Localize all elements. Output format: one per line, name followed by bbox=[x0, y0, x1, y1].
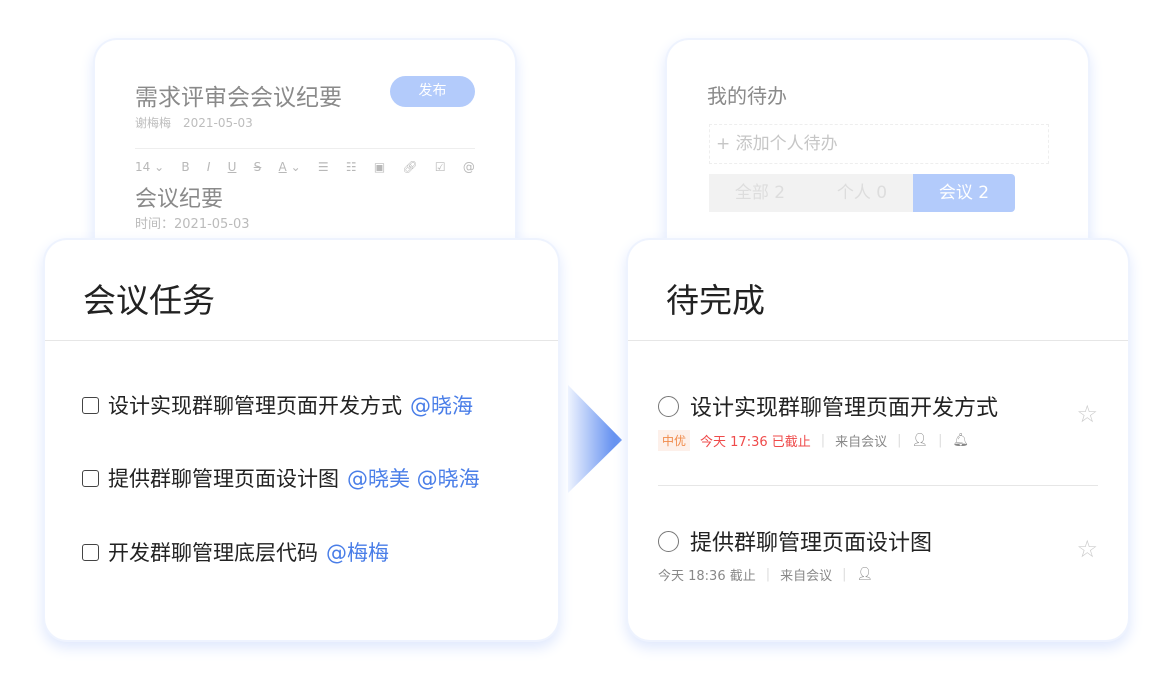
bell-icon: 🔔︎ bbox=[952, 433, 969, 448]
pending-title: 待完成 bbox=[666, 281, 765, 320]
source: 来自会议 bbox=[780, 569, 833, 584]
font-size-select[interactable]: 14 ⌄ bbox=[135, 160, 165, 174]
todo-item[interactable]: 设计实现群聊管理页面开发方式 中优今天 17:36 已截止|来自会议|👤︎|🔔︎… bbox=[658, 390, 1098, 451]
meeting-tasks-card: 会议任务 设计实现群聊管理页面开发方式@晓海 提供群聊管理页面设计图@晓美 @晓… bbox=[45, 240, 558, 640]
underline-button[interactable]: U bbox=[227, 160, 237, 174]
bold-button[interactable]: B bbox=[181, 160, 190, 174]
plus-icon: + bbox=[716, 134, 736, 154]
tab-meeting[interactable]: 会议 2 bbox=[913, 174, 1015, 212]
author: 谢梅梅 bbox=[135, 116, 172, 130]
source: 来自会议 bbox=[835, 435, 888, 450]
strike-button[interactable]: S bbox=[253, 160, 262, 174]
font-color-button[interactable]: A ⌄ bbox=[278, 160, 301, 174]
meeting-notes-card: 需求评审会会议纪要 发布 谢梅梅 2021-05-03 14 ⌄ B I U S … bbox=[95, 40, 515, 250]
task-item: 开发群聊管理底层代码@梅梅 bbox=[82, 537, 389, 567]
image-icon[interactable]: ▣ bbox=[373, 160, 386, 174]
task-item: 设计实现群聊管理页面开发方式@晓海 bbox=[82, 390, 473, 420]
doc-time: 时间：2021-05-03 bbox=[135, 217, 250, 232]
mention-icon[interactable]: @ bbox=[462, 160, 475, 174]
todo-text: 设计实现群聊管理页面开发方式 bbox=[690, 396, 999, 421]
complete-toggle[interactable] bbox=[658, 530, 679, 552]
deadline: 今天 18:36 截止 bbox=[658, 569, 756, 584]
checkbox-icon[interactable]: ☑ bbox=[434, 160, 446, 174]
mention[interactable]: @梅梅 bbox=[326, 541, 389, 565]
italic-button[interactable]: I bbox=[206, 160, 211, 174]
divider bbox=[135, 148, 475, 149]
user-icon: 👤︎ bbox=[911, 433, 929, 448]
mention[interactable]: @晓美 @晓海 bbox=[347, 467, 480, 491]
user-icon: 👤︎ bbox=[856, 567, 874, 582]
todo-tabs: 全部 2 个人 0 会议 2 bbox=[709, 174, 1015, 212]
mention[interactable]: @晓海 bbox=[410, 394, 473, 418]
bullet-list-icon[interactable]: ☰ bbox=[317, 160, 329, 174]
tab-personal[interactable]: 个人 0 bbox=[811, 174, 913, 212]
add-todo-input[interactable]: + 添加个人待办 bbox=[709, 124, 1049, 164]
link-icon[interactable]: 🔗︎ bbox=[402, 160, 418, 174]
divider bbox=[45, 340, 558, 341]
task-checkbox[interactable] bbox=[82, 543, 99, 561]
my-todo-card: 我的待办 + 添加个人待办 全部 2 个人 0 会议 2 bbox=[667, 40, 1088, 250]
priority-badge: 中优 bbox=[658, 430, 691, 451]
arrow-right-icon bbox=[568, 385, 622, 493]
pending-card: 待完成 设计实现群聊管理页面开发方式 中优今天 17:36 已截止|来自会议|👤… bbox=[628, 240, 1128, 640]
tab-all[interactable]: 全部 2 bbox=[709, 174, 811, 212]
todo-text: 提供群聊管理页面设计图 bbox=[690, 531, 933, 556]
task-checkbox[interactable] bbox=[82, 469, 99, 487]
star-icon[interactable]: ☆ bbox=[1076, 535, 1098, 563]
numbered-list-icon[interactable]: ☷ bbox=[345, 160, 357, 174]
todo-title: 我的待办 bbox=[707, 84, 787, 108]
doc-title: 需求评审会会议纪要 bbox=[135, 85, 342, 111]
tasks-title: 会议任务 bbox=[83, 281, 215, 320]
publish-button[interactable]: 发布 bbox=[390, 76, 475, 107]
star-icon[interactable]: ☆ bbox=[1076, 400, 1098, 428]
todo-item[interactable]: 提供群聊管理页面设计图 今天 18:36 截止|来自会议|👤︎ ☆ bbox=[658, 525, 1098, 584]
complete-toggle[interactable] bbox=[658, 395, 679, 417]
divider bbox=[658, 485, 1098, 486]
doc-heading: 会议纪要 bbox=[135, 187, 224, 212]
doc-meta: 谢梅梅 2021-05-03 bbox=[135, 114, 265, 131]
editor-toolbar: 14 ⌄ B I U S A ⌄ ☰ ☷ ▣ 🔗︎ ☑ @ bbox=[135, 160, 475, 174]
date: 2021-05-03 bbox=[183, 116, 253, 130]
task-item: 提供群聊管理页面设计图@晓美 @晓海 bbox=[82, 463, 480, 493]
deadline: 今天 17:36 已截止 bbox=[700, 435, 811, 450]
divider bbox=[628, 340, 1128, 341]
task-checkbox[interactable] bbox=[82, 396, 99, 414]
